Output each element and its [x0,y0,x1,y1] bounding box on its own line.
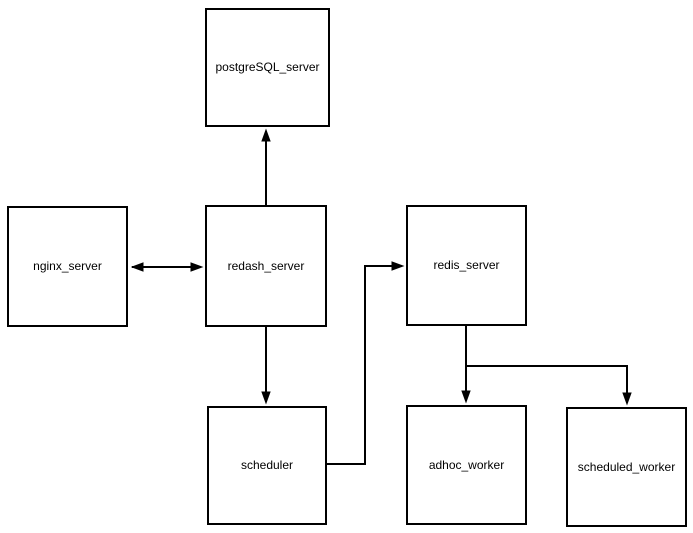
node-postgresql-server[interactable]: postgreSQL_server [205,8,330,127]
node-scheduler[interactable]: scheduler [207,406,327,525]
node-nginx-server-label: nginx_server [33,259,102,274]
node-redis-server-label: redis_server [433,258,500,273]
node-scheduled-worker-label: scheduled_worker [577,459,676,474]
node-postgresql-server-label: postgreSQL_server [215,60,320,75]
node-scheduled-worker[interactable]: scheduled_worker [566,407,687,527]
node-redash-server-label: redash_server [227,258,305,273]
node-scheduler-label: scheduler [240,458,294,473]
node-nginx-server[interactable]: nginx_server [7,206,128,327]
edge-redis-to-scheduled-worker [466,365,632,406]
node-adhoc-worker-label: adhoc_worker [428,457,505,472]
node-redash-server[interactable]: redash_server [205,205,327,327]
node-adhoc-worker[interactable]: adhoc_worker [406,405,527,525]
node-redis-server[interactable]: redis_server [406,205,527,326]
edge-scheduler-to-redis [327,261,405,465]
